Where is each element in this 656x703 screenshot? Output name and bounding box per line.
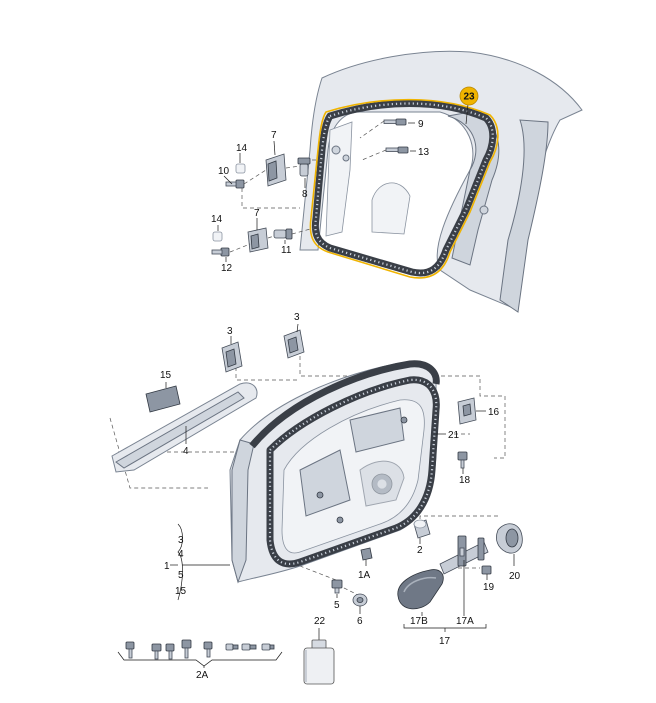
impact-beam-4: 4: [111, 382, 258, 473]
plug-2: 2: [413, 519, 431, 556]
label-20: 20: [509, 571, 521, 582]
label-14-lower: 14: [211, 214, 223, 225]
bolt-5: 5: [331, 579, 343, 611]
pin-11: 11: [273, 228, 293, 256]
bracket-19: 19: [481, 565, 495, 593]
label-2A: 2A: [196, 670, 209, 681]
bolt-9: 9: [383, 118, 424, 130]
label-22: 22: [314, 616, 326, 627]
label-19: 19: [483, 582, 495, 593]
label-7-lower: 7: [254, 208, 260, 219]
cap-14-upper: 14: [235, 143, 248, 174]
label-14-upper: 14: [236, 143, 248, 154]
label-5: 5: [334, 600, 340, 611]
label-17A: 17A: [456, 616, 474, 627]
label-23: 23: [463, 92, 475, 103]
label-17B: 17B: [410, 616, 428, 627]
door-list-15: 15: [175, 586, 187, 597]
label-11: 11: [281, 245, 292, 256]
cover-20: 20: [496, 523, 523, 582]
cap-6: 6: [352, 593, 368, 627]
label-13: 13: [418, 147, 430, 158]
door-seal-21: 21: [249, 360, 460, 568]
door-group-1: 1 3 4 5 15: [164, 523, 230, 601]
seal-highlight-outline: [309, 98, 499, 279]
door-hinge-3-right: 3: [283, 312, 305, 359]
label-4: 4: [183, 446, 189, 457]
label-7-upper: 7: [271, 130, 277, 141]
door-hinge-3-left: 3: [221, 326, 243, 373]
lower-hinge-7: 7: [247, 208, 269, 253]
clip-1A: 1A: [358, 547, 373, 581]
pin-8: 8: [297, 157, 311, 200]
striker-16: 16: [457, 397, 500, 425]
cap-14-lower: 14: [211, 214, 223, 242]
outer-handle-17B: [397, 569, 444, 610]
door-list-3: 3: [178, 535, 184, 546]
label-8: 8: [302, 189, 308, 200]
handle-carrier-17A: [439, 535, 489, 575]
door-opening-seal: [311, 100, 497, 277]
bolt-13: 13: [385, 146, 430, 158]
fastener-set-2A: 2A: [117, 639, 283, 681]
label-17: 17: [439, 636, 451, 647]
door-list-5: 5: [178, 570, 184, 581]
paint-bottle-22: 22: [303, 616, 335, 685]
item-23-badge: 23: [459, 86, 479, 125]
label-6: 6: [357, 616, 363, 627]
upper-hinge-7: 7: [265, 130, 287, 187]
label-1: 1: [164, 561, 170, 572]
label-12: 12: [221, 263, 233, 274]
label-16: 16: [488, 407, 500, 418]
door-list-4: 4: [178, 549, 184, 560]
label-3-left: 3: [227, 326, 233, 337]
bolt-12: 12: [211, 247, 233, 274]
label-10: 10: [218, 166, 230, 177]
label-9: 9: [418, 119, 424, 130]
body-side-panel: [299, 50, 583, 313]
group-17-bracket: 17B 17A 17: [403, 560, 487, 647]
label-3-right: 3: [294, 312, 300, 323]
label-18: 18: [459, 475, 471, 486]
pad-15: 15: [145, 370, 181, 413]
label-21: 21: [448, 430, 460, 441]
label-1A: 1A: [358, 570, 371, 581]
screw-18: 18: [457, 451, 471, 486]
bolt-10: 10: [218, 166, 245, 189]
label-2: 2: [417, 545, 423, 556]
label-15: 15: [160, 370, 172, 381]
